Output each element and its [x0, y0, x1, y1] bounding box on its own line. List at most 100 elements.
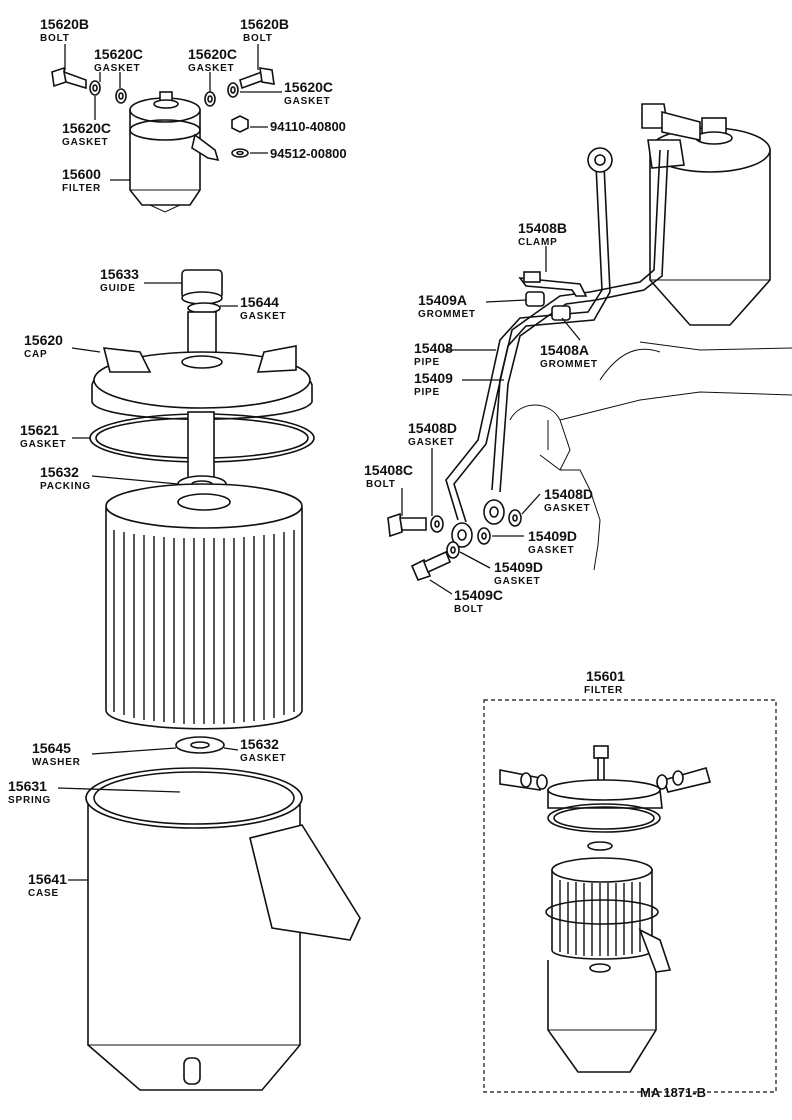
- svg-text:15632: 15632: [40, 464, 79, 480]
- bolt-15409c-icon: [410, 550, 452, 581]
- svg-text:15408D: 15408D: [544, 486, 593, 502]
- svg-text:15408D: 15408D: [408, 420, 457, 436]
- label-bolt-15408c: 15408C BOLT: [364, 462, 413, 490]
- svg-text:BOLT: BOLT: [40, 33, 70, 44]
- svg-text:15409: 15409: [414, 370, 453, 386]
- svg-text:15620C: 15620C: [62, 120, 111, 136]
- svg-text:15620C: 15620C: [94, 46, 143, 62]
- bolt-15408c-icon: [387, 512, 427, 538]
- label-gasket-top-left: 15620C GASKET: [94, 46, 143, 74]
- gasket-right-icon: [227, 82, 239, 98]
- label-nut-code: 94110-40800: [270, 119, 346, 134]
- label-gasket-mid-left: 15620C GASKET: [62, 120, 111, 148]
- label-cap: 15620 CAP: [24, 332, 63, 360]
- label-gasket-top-center: 15620C GASKET: [188, 46, 237, 74]
- label-filter-assy: 15601 FILTER: [584, 668, 625, 696]
- svg-text:15632: 15632: [240, 736, 279, 752]
- svg-text:GASKET: GASKET: [62, 137, 108, 148]
- label-pipe-15409: 15409 PIPE: [414, 370, 453, 398]
- gasket-15408d-left-icon: [430, 515, 444, 533]
- svg-text:BOLT: BOLT: [243, 33, 273, 44]
- label-gasket-top-right: 15620C GASKET: [284, 79, 333, 107]
- svg-text:GUIDE: GUIDE: [100, 283, 136, 294]
- svg-text:15600: 15600: [62, 166, 101, 182]
- gasket-15409d-left-icon: [446, 541, 460, 559]
- svg-text:WASHER: WASHER: [32, 757, 81, 768]
- svg-text:15408: 15408: [414, 340, 453, 356]
- label-gasket-15644: 15644 GASKET: [240, 294, 286, 322]
- label-case: 15641 CASE: [28, 871, 67, 899]
- svg-text:GASKET: GASKET: [544, 503, 590, 514]
- svg-text:CLAMP: CLAMP: [518, 237, 558, 248]
- gasket-15409d-right-icon: [477, 527, 491, 545]
- filter-assembly-inset: [483, 699, 777, 1093]
- label-bolt-top-left: 15620B BOLT: [40, 16, 89, 44]
- svg-text:GASKET: GASKET: [94, 63, 140, 74]
- label-gasket-15409d-left: 15409D GASKET: [494, 559, 543, 587]
- svg-text:FILTER: FILTER: [62, 183, 101, 194]
- label-washer: 15645 WASHER: [32, 740, 81, 768]
- svg-text:GASKET: GASKET: [20, 439, 66, 450]
- label-gasket-15408d-right: 15408D GASKET: [544, 486, 593, 514]
- nut-icon: [231, 115, 249, 133]
- svg-text:CASE: CASE: [28, 888, 59, 899]
- svg-text:15633: 15633: [100, 266, 139, 282]
- label-grommet-15408a: 15408A GROMMET: [540, 342, 598, 370]
- label-grommet-15409a: 15409A GROMMET: [418, 292, 476, 320]
- label-gasket-15408d-left: 15408D GASKET: [408, 420, 457, 448]
- svg-text:BOLT: BOLT: [454, 604, 484, 615]
- label-gasket-15632: 15632 GASKET: [240, 736, 286, 764]
- svg-text:15409C: 15409C: [454, 587, 503, 603]
- label-bolt-top-right: 15620B BOLT: [240, 16, 289, 44]
- washer-icon: [231, 148, 249, 158]
- svg-text:15409A: 15409A: [418, 292, 467, 308]
- svg-text:GASKET: GASKET: [494, 576, 540, 587]
- svg-text:GASKET: GASKET: [284, 96, 330, 107]
- svg-text:15621: 15621: [20, 422, 59, 438]
- gasket-15408d-right-icon: [508, 509, 522, 527]
- fuel-pipes-drawing: [387, 147, 669, 595]
- gasket-center-right-icon: [204, 91, 216, 107]
- svg-text:GASKET: GASKET: [188, 63, 234, 74]
- svg-text:15631: 15631: [8, 778, 47, 794]
- small-filter-assembly-drawing: [51, 44, 282, 213]
- footer-code: MA 1871-B: [640, 1085, 706, 1100]
- label-washer-code: 94512-00800: [270, 146, 347, 161]
- svg-text:15620C: 15620C: [284, 79, 333, 95]
- gasket-center-left-icon: [115, 88, 127, 104]
- svg-text:GASKET: GASKET: [528, 545, 574, 556]
- svg-text:PIPE: PIPE: [414, 387, 440, 398]
- svg-text:15641: 15641: [28, 871, 67, 887]
- label-guide: 15633 GUIDE: [100, 266, 139, 294]
- svg-text:15409D: 15409D: [494, 559, 543, 575]
- mounted-filter-drawing: [509, 103, 792, 571]
- svg-text:15644: 15644: [240, 294, 279, 310]
- svg-text:15408B: 15408B: [518, 220, 567, 236]
- svg-text:BOLT: BOLT: [366, 479, 396, 490]
- svg-text:PIPE: PIPE: [414, 357, 440, 368]
- svg-text:GASKET: GASKET: [240, 753, 286, 764]
- svg-text:GASKET: GASKET: [408, 437, 454, 448]
- label-gasket-15409d-right: 15409D GASKET: [528, 528, 577, 556]
- bolt-right-icon: [239, 67, 275, 90]
- svg-text:FILTER: FILTER: [584, 685, 623, 696]
- label-clamp: 15408B CLAMP: [518, 220, 567, 248]
- svg-text:GROMMET: GROMMET: [540, 359, 598, 370]
- label-bolt-15409c: 15409C BOLT: [454, 587, 503, 615]
- svg-text:15620: 15620: [24, 332, 63, 348]
- label-pipe-15408: 15408 PIPE: [414, 340, 453, 368]
- label-gasket-15621: 15621 GASKET: [20, 422, 66, 450]
- svg-text:GASKET: GASKET: [240, 311, 286, 322]
- label-filter-top: 15600 FILTER: [62, 166, 101, 194]
- svg-text:15408C: 15408C: [364, 462, 413, 478]
- svg-text:15620C: 15620C: [188, 46, 237, 62]
- svg-text:15409D: 15409D: [528, 528, 577, 544]
- svg-text:CAP: CAP: [24, 349, 48, 360]
- svg-text:15620B: 15620B: [40, 16, 89, 32]
- svg-text:SPRING: SPRING: [8, 795, 51, 806]
- svg-text:GROMMET: GROMMET: [418, 309, 476, 320]
- svg-text:15408A: 15408A: [540, 342, 589, 358]
- label-spring: 15631 SPRING: [8, 778, 51, 806]
